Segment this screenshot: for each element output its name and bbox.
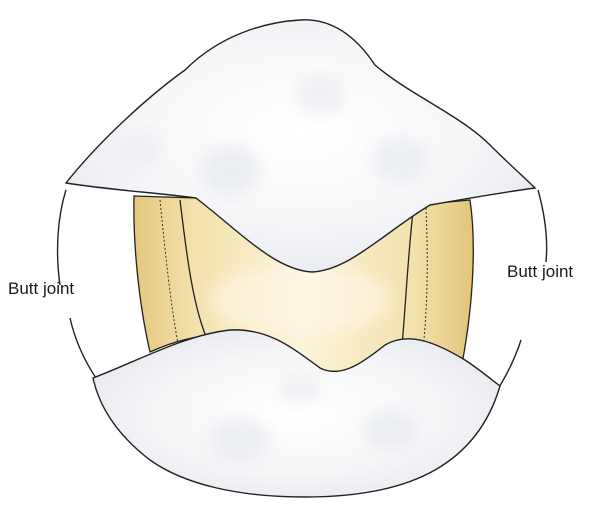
upper-tooth-shade-4 bbox=[118, 132, 162, 168]
butt-joint-label-right: Butt joint bbox=[507, 262, 573, 282]
upper-tooth-shade-2 bbox=[372, 138, 428, 182]
lower-tooth-surface bbox=[93, 330, 500, 497]
outline-arc-left-lower bbox=[70, 318, 96, 378]
upper-tooth-shade-1 bbox=[200, 145, 260, 195]
inlay-highlight bbox=[210, 265, 390, 335]
upper-tooth-shade-3 bbox=[295, 75, 345, 115]
lower-tooth-shade-2 bbox=[362, 410, 418, 450]
butt-joint-label-left: Butt joint bbox=[8, 279, 74, 299]
lower-tooth-shade-3 bbox=[278, 376, 322, 404]
outline-arc-right-upper bbox=[538, 190, 547, 262]
outline-arc-left-upper bbox=[58, 190, 66, 285]
lower-tooth-shade-1 bbox=[210, 418, 270, 462]
outline-arc-right-lower bbox=[496, 340, 521, 392]
